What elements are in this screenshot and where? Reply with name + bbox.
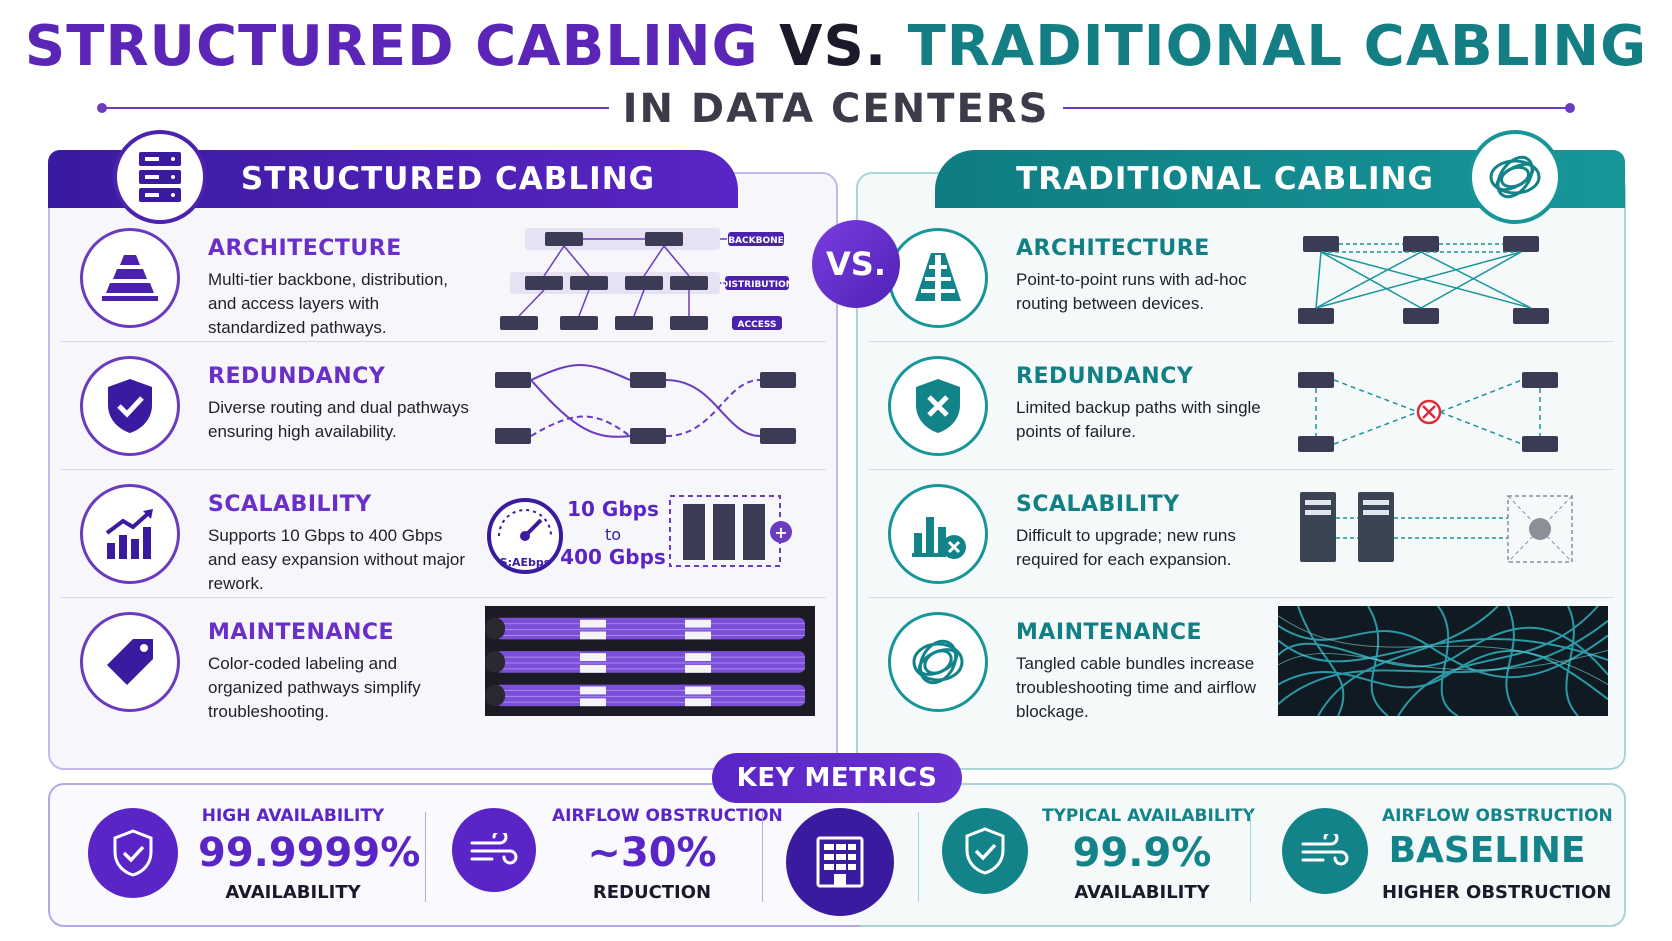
metric-label: TYPICAL AVAILABILITY [1042, 806, 1255, 826]
speed-to-word: to [605, 525, 621, 544]
pyramid-icon [80, 228, 180, 328]
speed-from: 10 Gbps [567, 497, 659, 521]
bar-chart-x-icon [888, 484, 988, 584]
row-desc: Difficult to upgrade; new runs required … [1016, 526, 1236, 569]
metric-value: 99.9999% [198, 830, 421, 876]
metric-separator [918, 812, 919, 902]
metric-value: ~30% [587, 830, 717, 876]
key-metrics-heading: KEY METRICS [712, 753, 962, 803]
row-title: MAINTENANCE [1016, 620, 1203, 645]
wind-icon [452, 808, 536, 892]
row-desc: Diverse routing and dual pathways ensuri… [208, 398, 469, 441]
title-vs: VS. [779, 14, 888, 79]
point-to-point-diagram [1298, 236, 1549, 324]
subtitle: IN DATA CENTERS [0, 86, 1672, 132]
tangled-cable-image [1278, 606, 1608, 716]
row-desc: Multi-tier backbone, distribution, and a… [208, 270, 449, 337]
row-title: REDUNDANCY [1016, 364, 1194, 389]
row-maintenance: MAINTENANCE Tangled cable bundles increa… [858, 598, 1624, 748]
upgrade-difficulty-graphic [1300, 492, 1573, 563]
traditional-panel: ARCHITECTURE Point-to-point runs with ad… [856, 172, 1626, 770]
metric-value: 99.9% [1072, 830, 1212, 876]
row-desc: Color-coded labeling and organized pathw… [208, 654, 421, 721]
subtitle-dot-right [1565, 103, 1575, 113]
row-title: SCALABILITY [1016, 492, 1180, 517]
tiered-topology-diagram: BACKBONE DISTRIBUTION ACCESS [500, 228, 794, 330]
main-title: STRUCTURED CABLING VS. TRADITIONAL CABLI… [0, 14, 1672, 79]
dual-path-diagram [495, 364, 796, 444]
metric-sub: REDUCTION [592, 882, 712, 903]
speed-to: 400 Gbps [560, 545, 666, 569]
row-title: SCALABILITY [208, 492, 372, 517]
data-center-building-icon [786, 808, 894, 916]
metric-separator [762, 812, 763, 902]
tangle-icon [888, 612, 988, 712]
shield-check-icon [80, 356, 180, 456]
tangle-icon [1468, 130, 1562, 224]
metric-high-availability: HIGH AVAILABILITY 99.9999% AVAILABILITY [88, 800, 421, 910]
shield-x-icon [888, 356, 988, 456]
vs-badge: VS. [812, 220, 900, 308]
metric-value: BASELINE [1388, 830, 1586, 871]
row-maintenance: MAINTENANCE Color-coded labeling and org… [50, 598, 836, 748]
metric-label: AIRFLOW OBSTRUCTION [552, 806, 783, 826]
row-redundancy: REDUNDANCY Limited backup paths with sin… [858, 342, 1624, 470]
row-scalability: SCALABILITY Difficult to upgrade; new ru… [858, 470, 1624, 598]
row-desc: Supports 10 Gbps to 400 Gbps and easy ex… [208, 526, 466, 593]
row-title: REDUNDANCY [208, 364, 386, 389]
title-traditional: TRADITIONAL CABLING [907, 14, 1648, 79]
tag-icon [80, 612, 180, 712]
svg-text:+: + [774, 523, 787, 542]
title-structured: STRUCTURED CABLING [24, 14, 759, 79]
metric-airflow-traditional: AIRFLOW OBSTRUCTION BASELINE HIGHER OBST… [1282, 800, 1613, 910]
tier-label-access: ACCESS [738, 320, 777, 330]
metric-typical-availability: TYPICAL AVAILABILITY 99.9% AVAILABILITY [942, 800, 1262, 910]
speed-gauge-graphic: S:AEbps 10 Gbps to 400 Gbps + [487, 495, 792, 574]
row-redundancy: REDUNDANCY Diverse routing and dual path… [50, 342, 836, 470]
row-desc: Point-to-point runs with ad-hoc routing … [1016, 270, 1247, 313]
metric-separator [1250, 812, 1251, 902]
metric-sub: AVAILABILITY [1074, 882, 1210, 903]
row-title: ARCHITECTURE [208, 236, 402, 261]
row-architecture: ARCHITECTURE Point-to-point runs with ad… [858, 214, 1624, 342]
tier-label-backbone: BACKBONE [728, 236, 784, 246]
shield-check-icon [942, 808, 1028, 894]
growth-chart-icon [80, 484, 180, 584]
metric-label: HIGH AVAILABILITY [201, 806, 385, 826]
metric-label: AIRFLOW OBSTRUCTION [1382, 806, 1613, 826]
metric-sub: AVAILABILITY [225, 882, 361, 903]
shield-check-icon [88, 808, 178, 898]
structured-panel: ARCHITECTURE Multi-tier backbone, distri… [48, 172, 838, 770]
metric-separator [425, 812, 426, 902]
row-title: ARCHITECTURE [1016, 236, 1210, 261]
row-scalability: SCALABILITY Supports 10 Gbps to 400 Gbps… [50, 470, 836, 598]
single-point-failure-diagram [1298, 372, 1558, 452]
metric-sub: HIGHER OBSTRUCTION [1382, 882, 1612, 903]
row-title: MAINTENANCE [208, 620, 395, 645]
row-architecture: ARCHITECTURE Multi-tier backbone, distri… [50, 214, 836, 342]
row-desc: Tangled cable bundles increase troublesh… [1016, 654, 1257, 721]
wind-icon [1282, 808, 1368, 894]
tier-label-distribution: DISTRIBUTION [721, 280, 794, 290]
gauge-label: S:AEbps [500, 556, 551, 569]
labeled-cable-bundle-image [485, 606, 815, 716]
server-rack-icon [113, 130, 207, 224]
row-desc: Limited backup paths with single points … [1016, 398, 1261, 441]
ladder-rack-icon [888, 228, 988, 328]
metric-airflow-structured: AIRFLOW OBSTRUCTION ~30% REDUCTION [452, 800, 783, 910]
